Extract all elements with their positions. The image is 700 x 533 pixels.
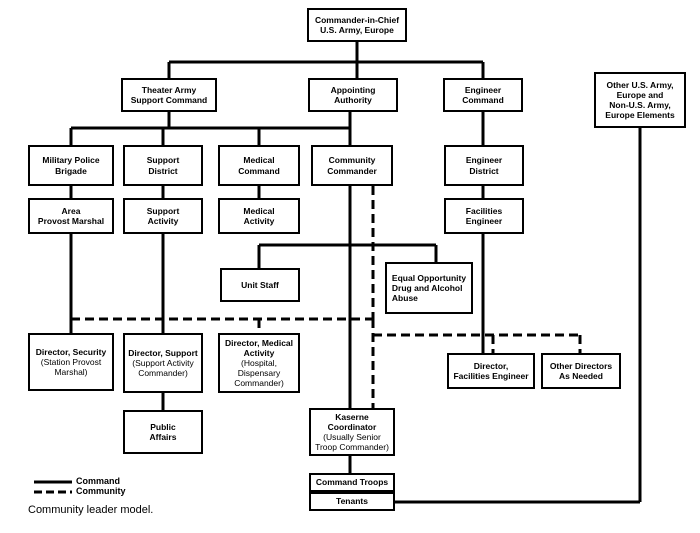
box-other-elements: Other U.S. Army, Europe and Non-U.S. Arm… [594,72,686,128]
figure-caption: Community leader model. [28,504,154,516]
box-public-affairs: Public Affairs [123,410,203,454]
box-director-support: Director, Support(Support Activity Comma… [123,333,203,393]
box-command-troops: Command Troops [309,473,395,492]
box-director-facilities-engineer: Director, Facilities Engineer [447,353,535,389]
box-military-police-brigade: Military Police Brigade [28,145,114,186]
legend-community-label: Community [76,486,126,496]
box-director-medical: Director, Medical Activity(Hospital, Dis… [218,333,300,393]
box-support-activity: Support Activity [123,198,203,234]
box-unit-staff: Unit Staff [220,268,300,302]
box-other-directors: Other Directors As Needed [541,353,621,389]
box-director-security: Director, Security(Station Provost Marsh… [28,333,114,391]
box-engineer-command: Engineer Command [443,78,523,112]
box-kaserne-coordinator: Kaserne Coordinator(Usually Senior Troop… [309,408,395,456]
legend-command-label: Command [76,476,121,486]
box-theater-army-support-command: Theater Army Support Command [121,78,217,112]
box-community-commander: Community Commander [311,145,393,186]
box-appointing-authority: Appointing Authority [308,78,398,112]
box-engineer-district: Engineer District [444,145,524,186]
box-commander-in-chief: Commander-in-Chief U.S. Army, Europe [307,8,407,42]
box-medical-command: Medical Command [218,145,300,186]
box-support-district: Support District [123,145,203,186]
box-facilities-engineer: Facilities Engineer [444,198,524,234]
box-medical-activity: Medical Activity [218,198,300,234]
box-equal-opportunity: Equal Opportunity Drug and Alcohol Abuse [385,262,473,314]
box-tenants: Tenants [309,492,395,511]
box-area-provost-marshal: Area Provost Marshal [28,198,114,234]
